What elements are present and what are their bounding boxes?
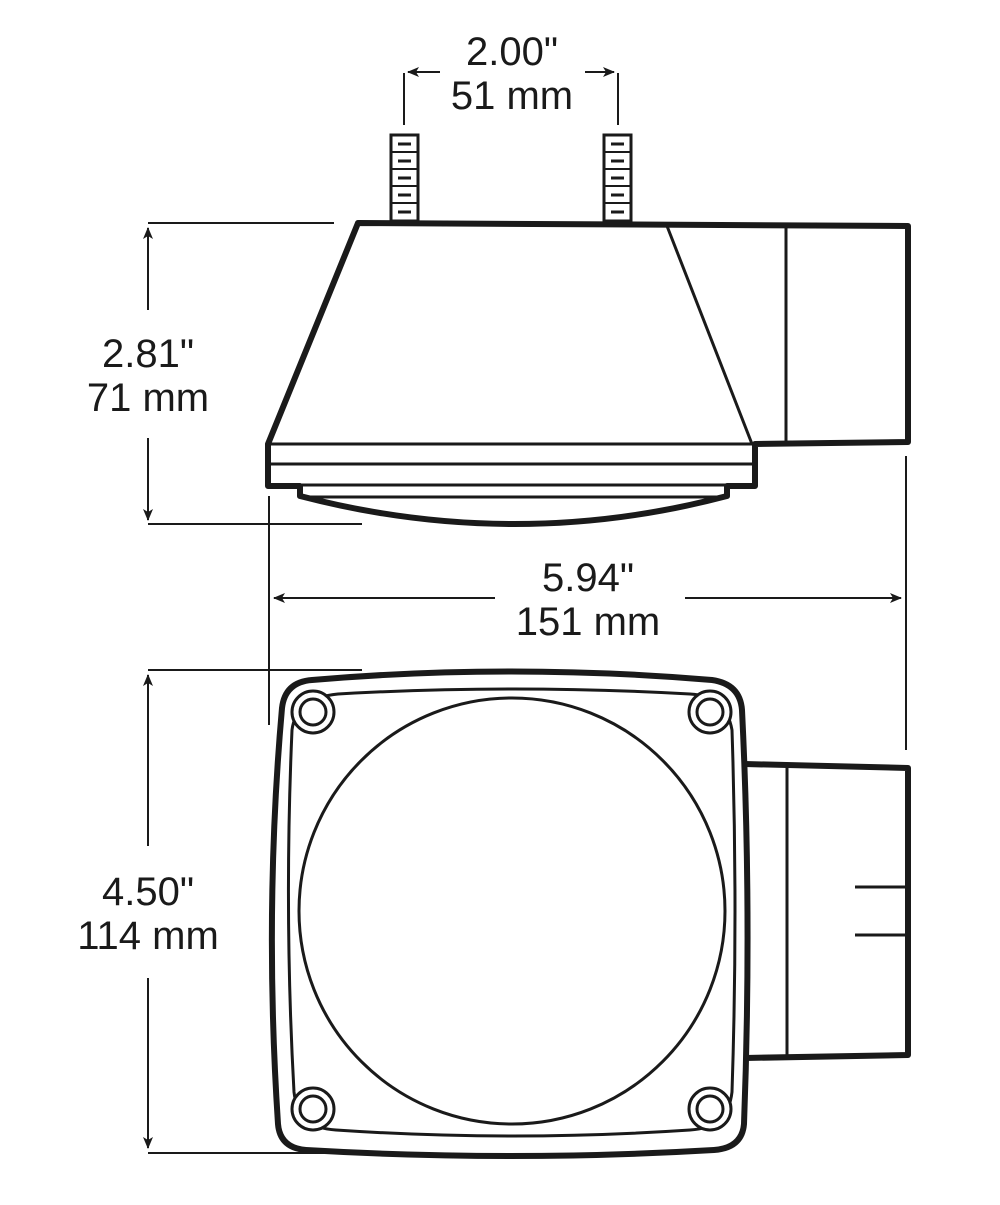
front-height-metric: 114 mm bbox=[77, 914, 219, 958]
mounting-stud-right bbox=[602, 133, 633, 223]
overall-width-metric: 151 mm bbox=[515, 600, 661, 644]
mounting-stud-left bbox=[389, 133, 420, 223]
side-height-imperial: 2.81" bbox=[101, 332, 195, 376]
side-height-label: 2.81" 71 mm bbox=[48, 332, 248, 420]
side-height-dimension bbox=[143, 222, 362, 525]
front-height-imperial: 4.50" bbox=[101, 870, 195, 914]
overall-width-dimension bbox=[268, 456, 907, 750]
overall-width-label: 5.94" 151 mm bbox=[488, 556, 688, 644]
front-height-label: 4.50" 114 mm bbox=[48, 870, 248, 958]
stud-spacing-metric: 51 mm bbox=[450, 74, 574, 118]
stud-spacing-dimension bbox=[403, 67, 619, 125]
side-height-metric: 71 mm bbox=[86, 376, 210, 420]
overall-width-imperial: 5.94" bbox=[541, 556, 635, 600]
stud-spacing-label: 2.00" 51 mm bbox=[412, 30, 612, 118]
stud-spacing-imperial: 2.00" bbox=[465, 30, 559, 74]
front-view bbox=[268, 668, 911, 1159]
side-view bbox=[265, 220, 911, 527]
